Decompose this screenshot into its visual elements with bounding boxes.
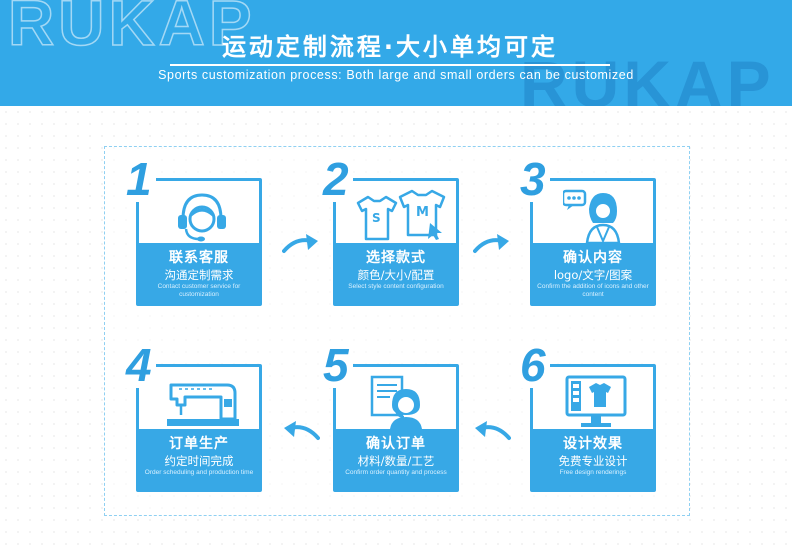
monitor-design-icon [563,375,629,429]
title-box: 运动定制流程·大小单均可定 [170,24,610,66]
card-frame: 联系客服 沟通定制需求 Contact customer service for… [136,178,262,306]
step-title: 订单生产 [169,436,229,452]
card-frame: 确认订单 材料/数量/工艺 Confirm order quantity and… [333,364,459,492]
page-title: 运动定制流程·大小单均可定 [221,32,559,61]
card-label-panel [139,243,259,303]
card-frame: S M 选择款式 颜色/大小/配置 Select style content c… [333,178,459,306]
step-number: 3 [516,156,550,202]
step-subtitle: 沟通定制需求 [164,268,234,282]
watermark-fill: RUKAP [520,47,775,106]
step-number: 5 [319,342,353,388]
step-6-card: 设计效果 免费专业设计 Free design renderings 6 [516,342,656,492]
step-english: Order scheduling and production time [144,469,254,476]
arrow-left-icon [473,420,511,442]
card-frame: 确认内容 logo/文字/图案 Confirm the addition of … [530,178,656,306]
step-title: 设计效果 [563,436,623,452]
step-subtitle: logo/文字/图案 [553,268,633,282]
step-number: 4 [122,342,156,388]
order-document-agent-icon [366,375,432,429]
arrow-right-icon [473,233,511,255]
step-number: 2 [319,156,353,202]
step-number: 6 [516,342,550,388]
sewing-machine-icon [165,375,241,429]
step-subtitle: 材料/数量/工艺 [357,454,435,468]
step-subtitle: 免费专业设计 [558,454,628,468]
card-label-panel [336,243,456,303]
watermark-outline: RUKAP [7,0,256,60]
step-4-card: 订单生产 约定时间完成 Order scheduling and product… [122,342,262,492]
card-label-panel [533,243,653,303]
step-english: Contact customer service for customizati… [157,283,241,298]
step-1-card: 联系客服 沟通定制需求 Contact customer service for… [122,156,262,306]
step-title: 确认订单 [366,436,426,452]
card-label-panel [336,429,456,489]
step-title: 确认内容 [563,250,623,266]
step-title: 联系客服 [169,250,229,266]
page-subtitle: Sports customization process: Both large… [158,68,634,82]
card-frame: 订单生产 约定时间完成 Order scheduling and product… [136,364,262,492]
card-frame: 设计效果 免费专业设计 Free design renderings [530,364,656,492]
step-number: 1 [122,156,156,202]
step-english: Confirm order quantity and process [345,469,447,476]
arrow-left-icon [282,420,320,442]
step-title: 选择款式 [366,250,426,266]
step-english: Free design renderings [559,469,627,476]
step-3-card: 确认内容 logo/文字/图案 Confirm the addition of … [516,156,656,306]
step-english: Confirm the addition of icons and other … [537,283,649,298]
headset-support-icon [169,189,235,243]
header-banner: RUKAP RUKAP 运动定制流程·大小单均可定 Sports customi… [0,0,792,106]
card-label-panel [139,429,259,489]
tshirt-sizes-icon: S M [350,189,446,243]
size-m-label: M [416,205,429,220]
size-s-label: S [372,211,381,225]
step-subtitle: 颜色/大小/配置 [357,268,435,282]
arrow-right-icon [282,233,320,255]
step-subtitle: 约定时间完成 [164,454,234,468]
step-5-card: 确认订单 材料/数量/工艺 Confirm order quantity and… [319,342,459,492]
step-english: Select style content configuration [348,283,444,290]
step-2-card: S M 选择款式 颜色/大小/配置 Select style content c… [319,156,459,306]
consultant-chat-icon [561,189,629,245]
card-label-panel [533,429,653,489]
